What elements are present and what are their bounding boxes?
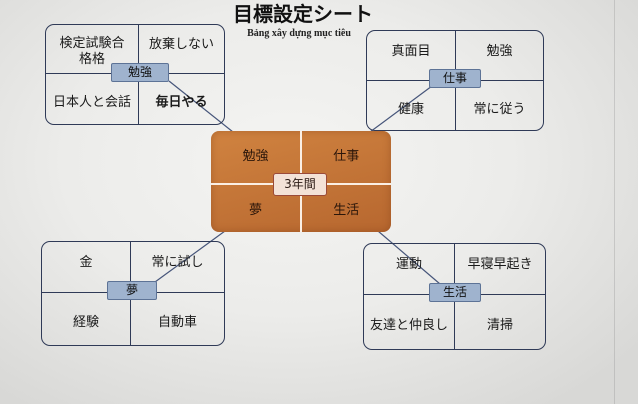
group-cell-bottom-left: 健康 [397,101,424,117]
center-cell-top-left: 勉強 [242,149,269,164]
sheet-title: 目標設定シート [233,2,373,26]
group-label: 生活 [429,283,481,302]
connector-study [168,80,234,133]
group-label: 勉強 [111,63,169,82]
group-cell-top-right: 勉強 [486,43,513,59]
group-cell-bottom-right: 清掃 [486,318,513,333]
center-label: 3年間 [273,173,327,196]
goal-group-life: 運動 早寝早起き 友達と仲良し 清掃 生活 [363,243,546,350]
group-cell-bottom-left: 友達と仲良し [369,318,448,333]
connector-life [377,230,441,285]
group-label: 仕事 [429,69,481,88]
group-cell-bottom-right: 常に従う [473,101,526,117]
sheet-subtitle: Bảng xây dựng mục tiêu [247,28,351,39]
goal-group-work: 真面目 勉強 健康 常に従う 仕事 [366,30,544,131]
group-cell-bottom-right: 毎日やる [155,95,208,110]
paper-edge [614,0,615,404]
group-cell-top-right: 常に試し [151,255,204,270]
group-cell-bottom-right: 自動車 [157,315,197,330]
connector-dream [154,230,226,283]
group-cell-top-left: 検定試験合 格格 [59,36,125,67]
center-cell-bottom-left: 夢 [248,203,262,219]
center-cell-bottom-right: 生活 [333,203,360,219]
group-cell-top-left: 金 [79,255,93,270]
connector-work [369,85,433,133]
group-cell-bottom-left: 日本人と会話 [52,95,131,110]
group-cell-top-left: 運動 [395,257,422,272]
goal-group-study: 検定試験合 格格 放棄しない 日本人と会話 毎日やる 勉強 [45,24,225,125]
group-cell-top-right: 早寝早起き [467,257,533,272]
group-label: 夢 [107,281,157,300]
center-goal-block: 勉強 仕事 夢 生活 3年間 [211,131,391,232]
goal-group-dream: 金 常に試し 経験 自動車 夢 [41,241,225,346]
group-cell-top-left: 真面目 [391,43,431,59]
group-cell-bottom-left: 経験 [72,315,99,330]
group-cell-top-right: 放棄しない [148,37,214,52]
center-cell-top-right: 仕事 [333,149,360,164]
